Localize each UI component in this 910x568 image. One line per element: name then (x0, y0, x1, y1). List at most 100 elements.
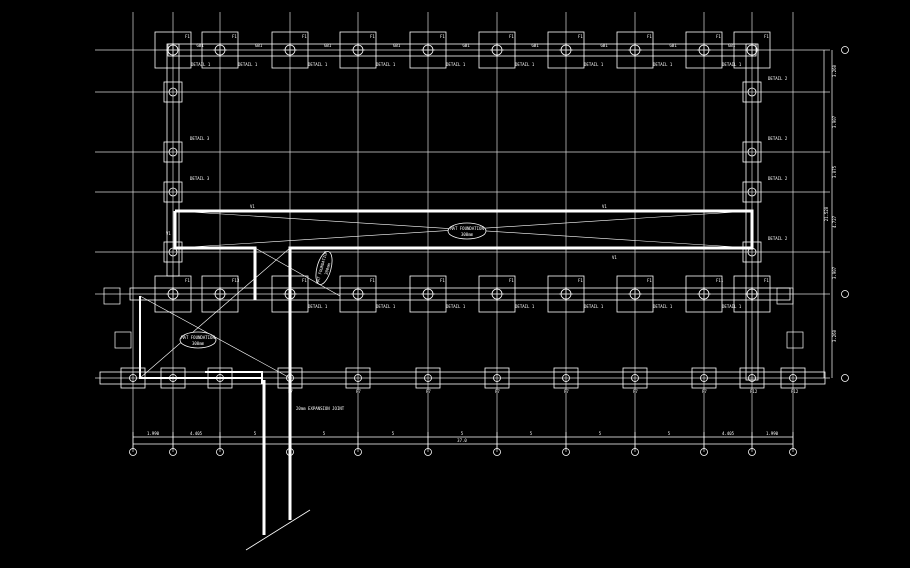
footing-middle (201, 275, 239, 313)
detail-label: DETAIL 1 (308, 62, 328, 67)
column-pier (168, 247, 178, 257)
footing-top (339, 31, 377, 69)
grid-bubble (841, 46, 849, 54)
grid-bubble (493, 448, 501, 456)
mat-diagonal (254, 247, 341, 297)
pile-cap-bottom (691, 367, 717, 389)
beam-v1-label: V1 (166, 231, 171, 236)
pile-tag: F7 (426, 389, 431, 394)
footing-tag: F1 (509, 278, 514, 283)
footing-side-left (163, 181, 183, 203)
beam-label: GB1 (197, 43, 205, 48)
column-pier (168, 87, 178, 97)
footing-tag: F1 (302, 278, 307, 283)
detail-label: DETAIL 1 (584, 304, 604, 309)
beam-v1-label: V1 (612, 255, 617, 260)
footing-tag: F1 (647, 34, 652, 39)
dimension-text-right: 3.075 (832, 165, 837, 178)
footing-side-right (742, 181, 762, 203)
dimension-text: 5 (461, 431, 464, 436)
callout-text: MAT FOUNDATION (450, 226, 484, 231)
pile (562, 374, 570, 382)
pile-cap-bottom (780, 367, 806, 389)
beam-label: GB1 (393, 43, 401, 48)
footing-tag: F1 (440, 278, 445, 283)
beam-v1-label: V1 (250, 204, 255, 209)
beam-label: GB1 (532, 43, 540, 48)
footing-top (685, 31, 723, 69)
callout-ellipse (447, 222, 487, 240)
dimension-text: 4.405 (722, 431, 735, 436)
grid-bubble (789, 448, 797, 456)
detail-label: DETAIL 1 (515, 304, 535, 309)
detail-label: DETAIL 1 (238, 62, 258, 67)
footing-top (201, 31, 239, 69)
footing-top (409, 31, 447, 69)
pile-cap-bottom (277, 367, 303, 389)
grid-bubble (169, 448, 177, 456)
pile-cap-bottom (160, 367, 186, 389)
grid-bubble (841, 290, 849, 298)
beam-label: GB1 (255, 43, 263, 48)
pile-tag: F7 (288, 389, 293, 394)
pile (286, 374, 294, 382)
grid-bubble (700, 448, 708, 456)
footing-middle (271, 275, 309, 313)
pile-tag: F7 (564, 389, 569, 394)
detail-label: DETAIL 2 (768, 176, 788, 181)
pile-tag: F7 (633, 389, 638, 394)
footing-tag: F1 (232, 34, 237, 39)
footing-middle (478, 275, 516, 313)
pile (700, 374, 708, 382)
callout-text: 300mm (323, 262, 331, 275)
dimension-text-right: 3.260 (832, 329, 837, 342)
beam-label: GB1 (324, 43, 332, 48)
footing-top (733, 31, 771, 69)
grid-bubble (354, 448, 362, 456)
dimension-text: 5 (668, 431, 671, 436)
detail-label: DETAIL 2 (768, 136, 788, 141)
footing-top (478, 31, 516, 69)
footing-tag: F1 (370, 34, 375, 39)
edge-detail (786, 331, 804, 349)
footing-tag: F1 (185, 34, 190, 39)
pile-cap-bottom (120, 367, 146, 389)
dimension-text: 1.990 (766, 431, 779, 436)
footing-tag: F1 (370, 278, 375, 283)
column-pier (168, 187, 178, 197)
pile-tag: F7 (495, 389, 500, 394)
footing-top (616, 31, 654, 69)
detail-label: DETAIL 3 (190, 136, 210, 141)
dimension-text: 4.405 (190, 431, 203, 436)
footing-top (271, 31, 309, 69)
detail-label: DETAIL 3 (190, 176, 210, 181)
footing-tag: F1 (509, 34, 514, 39)
column-pier (747, 187, 757, 197)
footing-middle (616, 275, 654, 313)
pile (129, 374, 137, 382)
dimension-text-right: 3.907 (832, 266, 837, 279)
detail-label: DETAIL 1 (584, 62, 604, 67)
break-line (245, 509, 311, 551)
pile (424, 374, 432, 382)
mat-foundation-outline (173, 209, 754, 520)
pile (631, 374, 639, 382)
detail-label: DETAIL 1 (722, 62, 742, 67)
dimension-text: 5 (323, 431, 326, 436)
detail-label: DETAIL 1 (191, 62, 211, 67)
pile-cap-bottom (484, 367, 510, 389)
expansion-joint-label: 20mm EXPANSION JOINT (296, 406, 345, 411)
grid-bubble (129, 448, 137, 456)
callout-text: 300mm (192, 341, 205, 346)
detail-label: DETAIL 1 (446, 304, 466, 309)
column-pier (747, 147, 757, 157)
dimension-text: 5 (254, 431, 257, 436)
grade-beam-bottom (99, 371, 826, 385)
footing-tag: F1 (764, 34, 769, 39)
pile-cap-bottom (622, 367, 648, 389)
grid-bubble (748, 448, 756, 456)
footing-side-left (163, 81, 183, 103)
